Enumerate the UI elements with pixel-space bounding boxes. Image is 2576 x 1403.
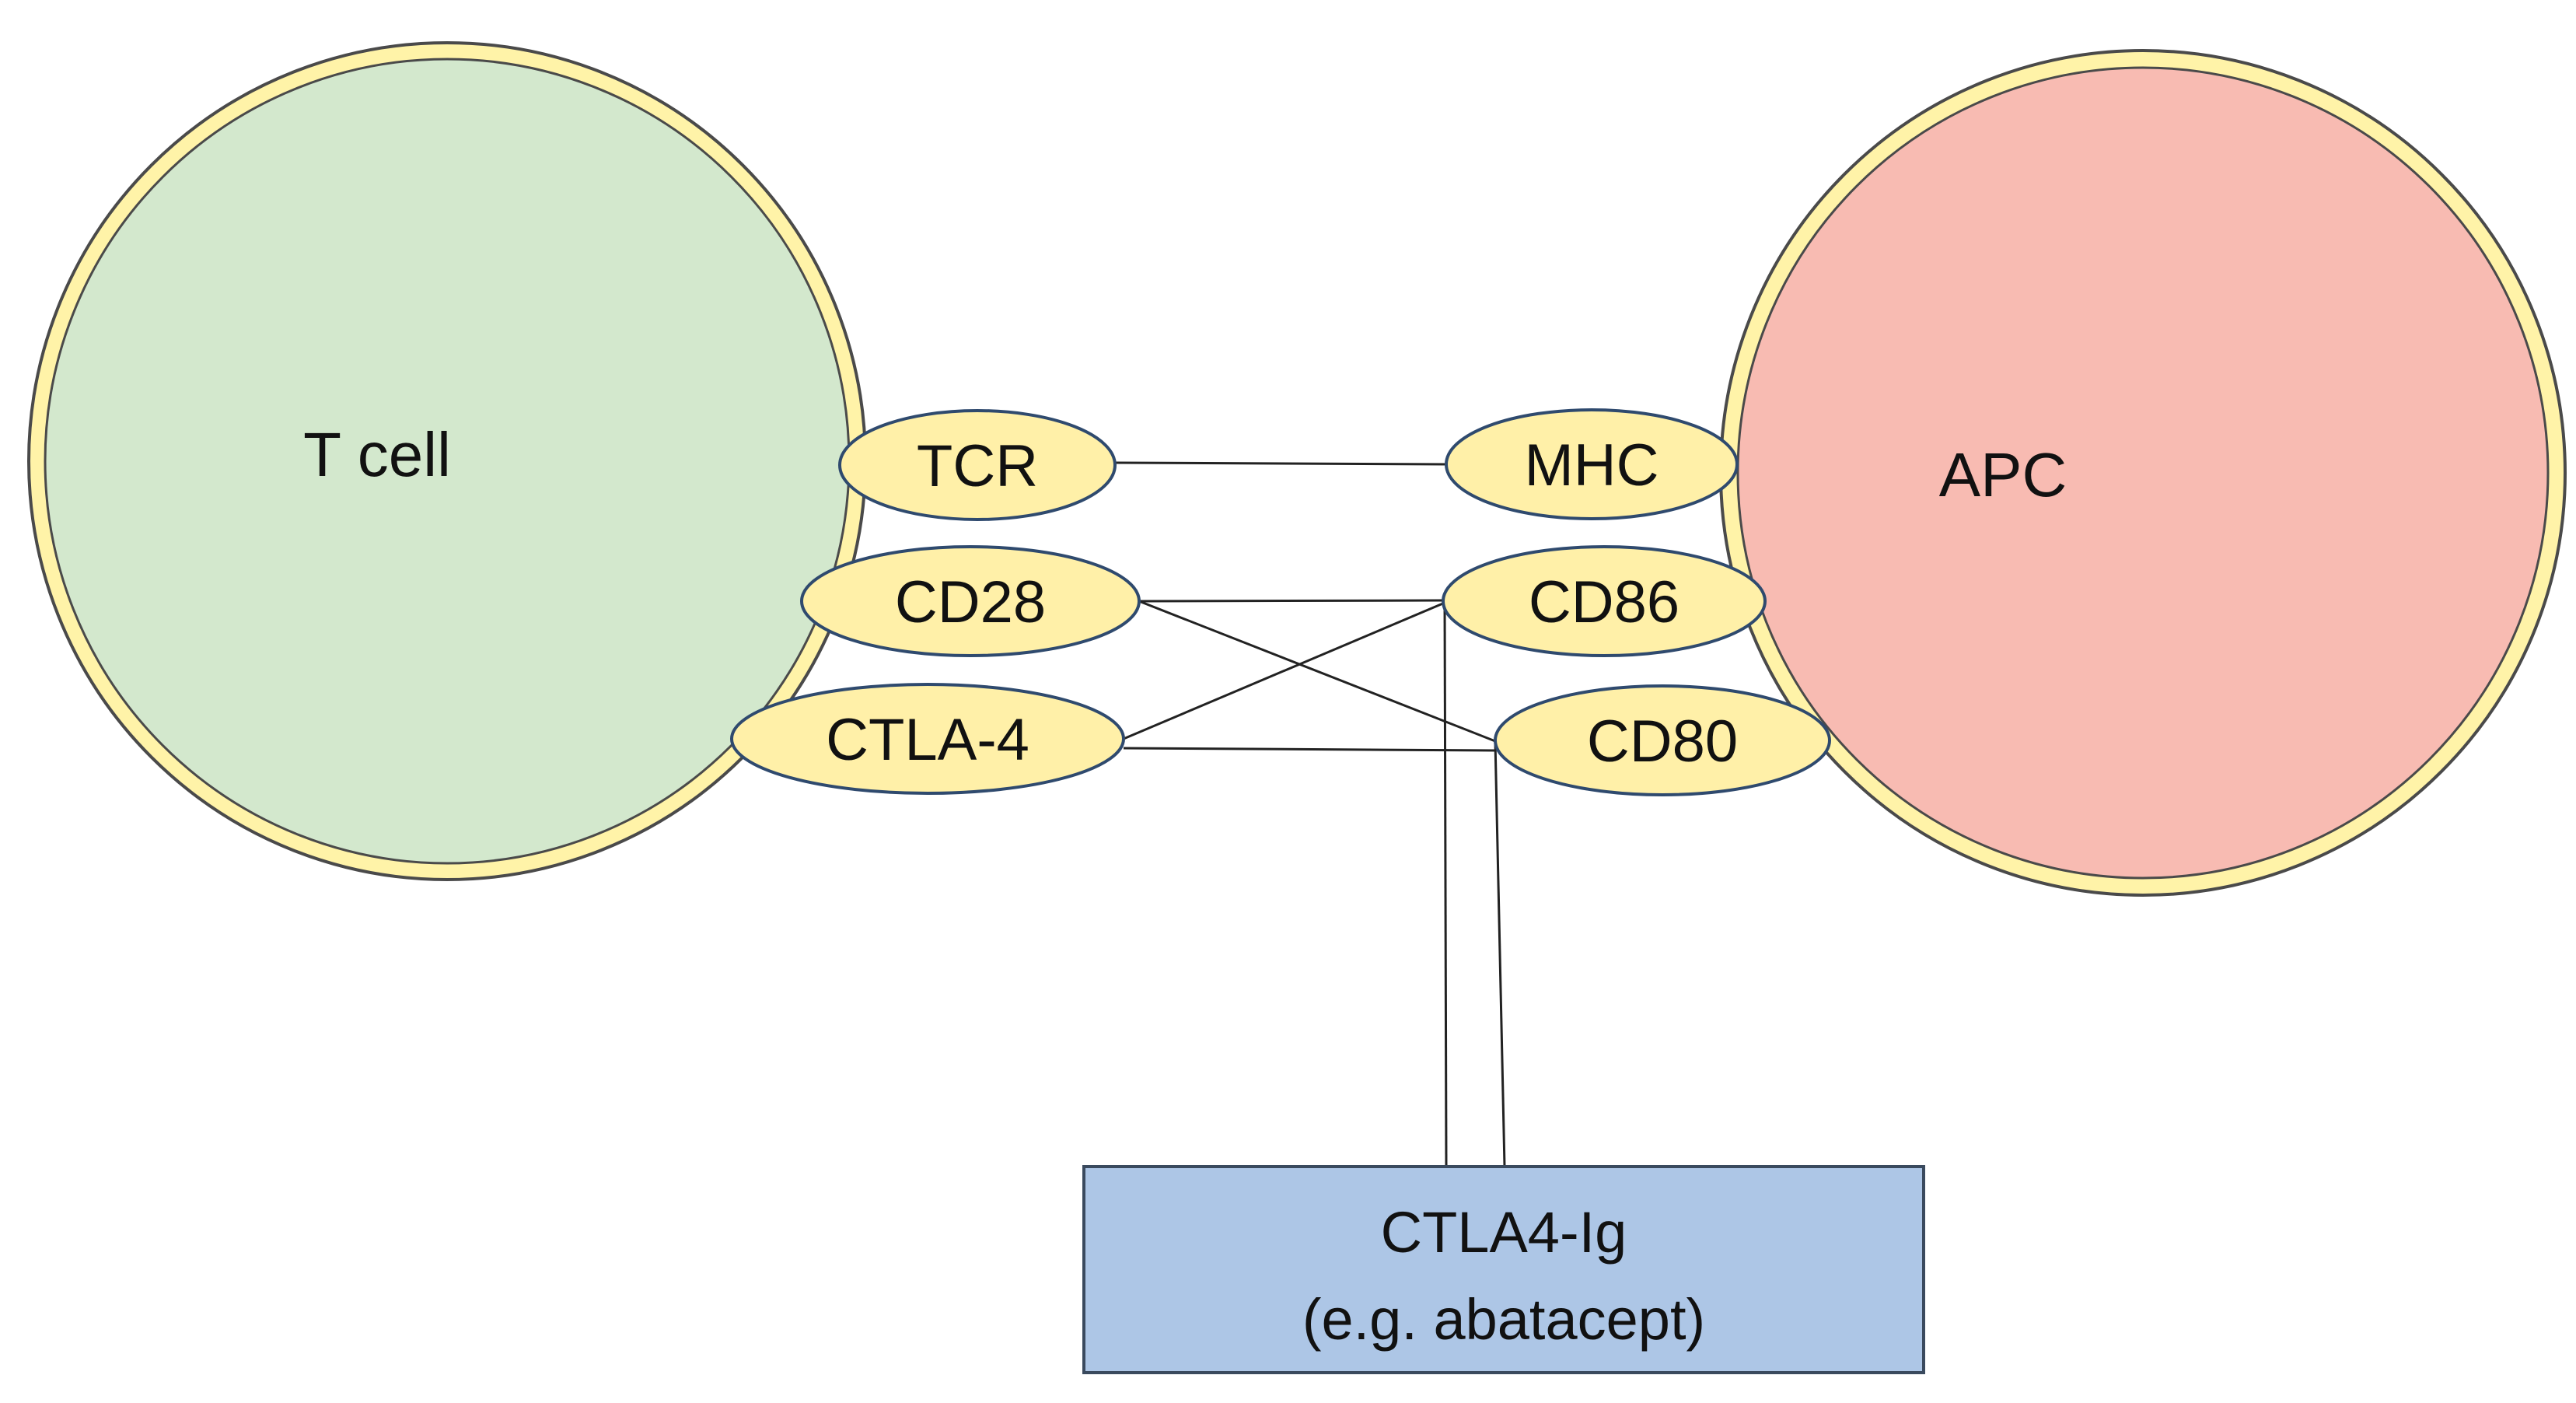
apc: APC bbox=[1719, 49, 2567, 897]
tcr-mhc-line bbox=[1115, 461, 1449, 466]
mhc-ellipse bbox=[1445, 408, 1739, 520]
cd28-ellipse bbox=[800, 545, 1141, 657]
cd80-ellipse bbox=[1494, 684, 1831, 796]
ctla4-ellipse bbox=[730, 683, 1125, 795]
molecule-tcr: TCR bbox=[838, 409, 1117, 521]
molecule-cd80: CD80 bbox=[1494, 684, 1831, 796]
ctla4ig-cd86-line bbox=[1443, 600, 1448, 1167]
t-cell: T cell bbox=[27, 41, 867, 881]
molecule-ctla4: CTLA-4 bbox=[730, 683, 1125, 795]
tcr-ellipse bbox=[838, 409, 1117, 521]
cd28-cd86-line bbox=[1138, 599, 1445, 603]
t-cell-label: T cell bbox=[303, 420, 451, 489]
cd86-label: CD86 bbox=[1529, 569, 1679, 635]
molecule-mhc: MHC bbox=[1445, 408, 1739, 520]
ctla4-ig-drug: CTLA4-Ig (e.g. abatacept) bbox=[1082, 1165, 1925, 1374]
apc-label: APC bbox=[1939, 440, 2067, 509]
interaction-lines bbox=[1115, 461, 1506, 1167]
ctla4-cd80-line bbox=[1123, 747, 1496, 752]
molecule-cd28: CD28 bbox=[800, 545, 1141, 657]
apc-body bbox=[1736, 66, 2550, 880]
ctla4-ig-box bbox=[1082, 1165, 1925, 1374]
mhc-label: MHC bbox=[1524, 432, 1658, 499]
cd28-label: CD28 bbox=[895, 569, 1046, 635]
tcr-label: TCR bbox=[917, 433, 1038, 499]
cd80-label: CD80 bbox=[1587, 708, 1738, 775]
cd28-cd80-line bbox=[1138, 600, 1496, 743]
ctla4-ig-label: CTLA4-Ig bbox=[1381, 1200, 1627, 1265]
ctla4-label: CTLA-4 bbox=[826, 707, 1029, 773]
cd86-ellipse bbox=[1442, 545, 1767, 657]
ctla4-ig-example-label: (e.g. abatacept) bbox=[1302, 1287, 1705, 1352]
molecule-cd86: CD86 bbox=[1442, 545, 1767, 657]
ctla4-cd86-line bbox=[1123, 601, 1445, 740]
ctla4ig-cd80-line bbox=[1494, 740, 1506, 1167]
